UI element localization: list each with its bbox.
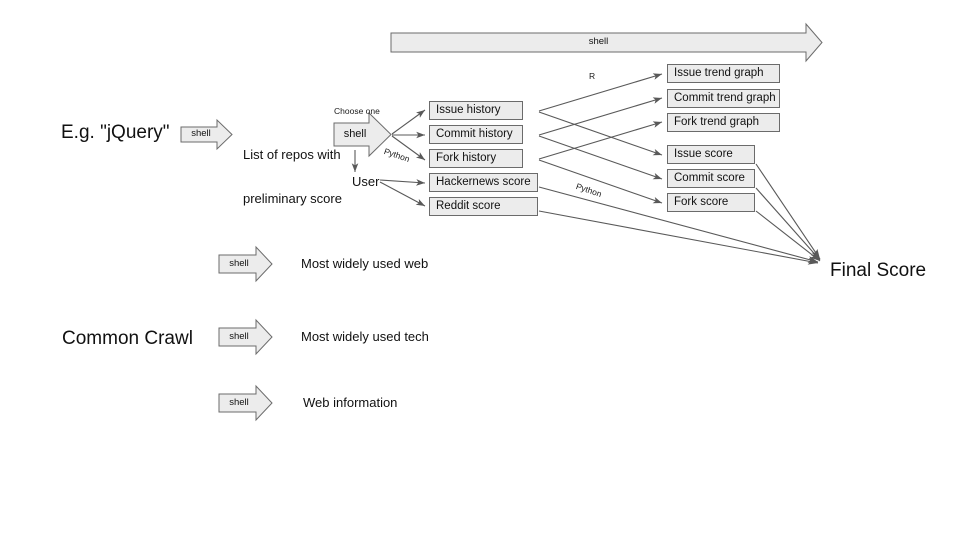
box-fork-trend-graph[interactable]: Fork trend graph <box>667 113 780 132</box>
box-issue-history[interactable]: Issue history <box>429 101 523 120</box>
shell-arrow-5: shell <box>219 397 259 409</box>
bottom-row-text-3: Web information <box>303 395 398 410</box>
edge-user-reddit <box>379 181 426 207</box>
edge-fork-history-fork-trend <box>538 121 663 160</box>
edge-commit-history-commit-trend <box>538 97 663 136</box>
final-score-label: Final Score <box>830 260 927 281</box>
shell-arrow-3-label: shell <box>229 258 249 269</box>
list-of-repos-line1: List of repos with <box>243 147 341 162</box>
edge-user-hackernews <box>379 179 426 186</box>
shell-arrow-2: shell <box>334 128 376 142</box>
box-commit-score[interactable]: Commit score <box>667 169 755 188</box>
shell-arrow-3: shell <box>219 258 259 270</box>
shell-arrow-1: shell <box>181 128 221 140</box>
bottom-row-text-1: Most widely used web <box>301 256 429 271</box>
shell-arrow-2-label: shell <box>343 128 367 140</box>
input-example-query: E.g. "jQuery" <box>61 122 170 143</box>
box-fork-score[interactable]: Fork score <box>667 193 755 212</box>
edge-fork-score-final <box>755 210 821 262</box>
input-common-crawl: Common Crawl <box>62 328 193 349</box>
edge-label-r: R <box>589 71 596 81</box>
shell-arrow-4: shell <box>219 331 259 343</box>
top-shell-banner: shell <box>391 36 806 50</box>
list-of-repos-line2: preliminary score <box>243 190 342 206</box>
edge-issue-history-issue-trend <box>538 73 663 112</box>
box-hackernews-score[interactable]: Hackernews score <box>429 173 538 192</box>
edge-commit-history-commit-score <box>538 135 663 180</box>
edge-reddit-final <box>538 210 819 265</box>
edge-commit-score-final <box>755 187 821 261</box>
python-branch-label: Python <box>382 146 412 165</box>
shell-arrow-5-label: shell <box>229 397 249 408</box>
shell-arrow-1-label: shell <box>191 128 211 139</box>
box-issue-score[interactable]: Issue score <box>667 145 755 164</box>
edge-shell2-issue-history <box>391 109 426 135</box>
box-commit-history[interactable]: Commit history <box>429 125 523 144</box>
shell-arrow-4-label: shell <box>229 331 249 342</box>
list-of-repos-text: List of repos with preliminary score <box>243 119 342 235</box>
box-issue-trend-graph[interactable]: Issue trend graph <box>667 64 780 83</box>
top-shell-banner-label: shell <box>588 36 609 47</box>
box-commit-trend-graph[interactable]: Commit trend graph <box>667 89 780 108</box>
choose-one-label: Choose one <box>334 106 380 116</box>
box-fork-history[interactable]: Fork history <box>429 149 523 168</box>
edge-issue-score-final <box>755 163 821 260</box>
edge-issue-history-issue-score <box>538 111 663 156</box>
edge-label-python: Python <box>574 181 604 200</box>
user-label: User <box>352 174 380 189</box>
bottom-row-text-2: Most widely used tech <box>301 329 429 344</box>
box-reddit-score[interactable]: Reddit score <box>429 197 538 216</box>
